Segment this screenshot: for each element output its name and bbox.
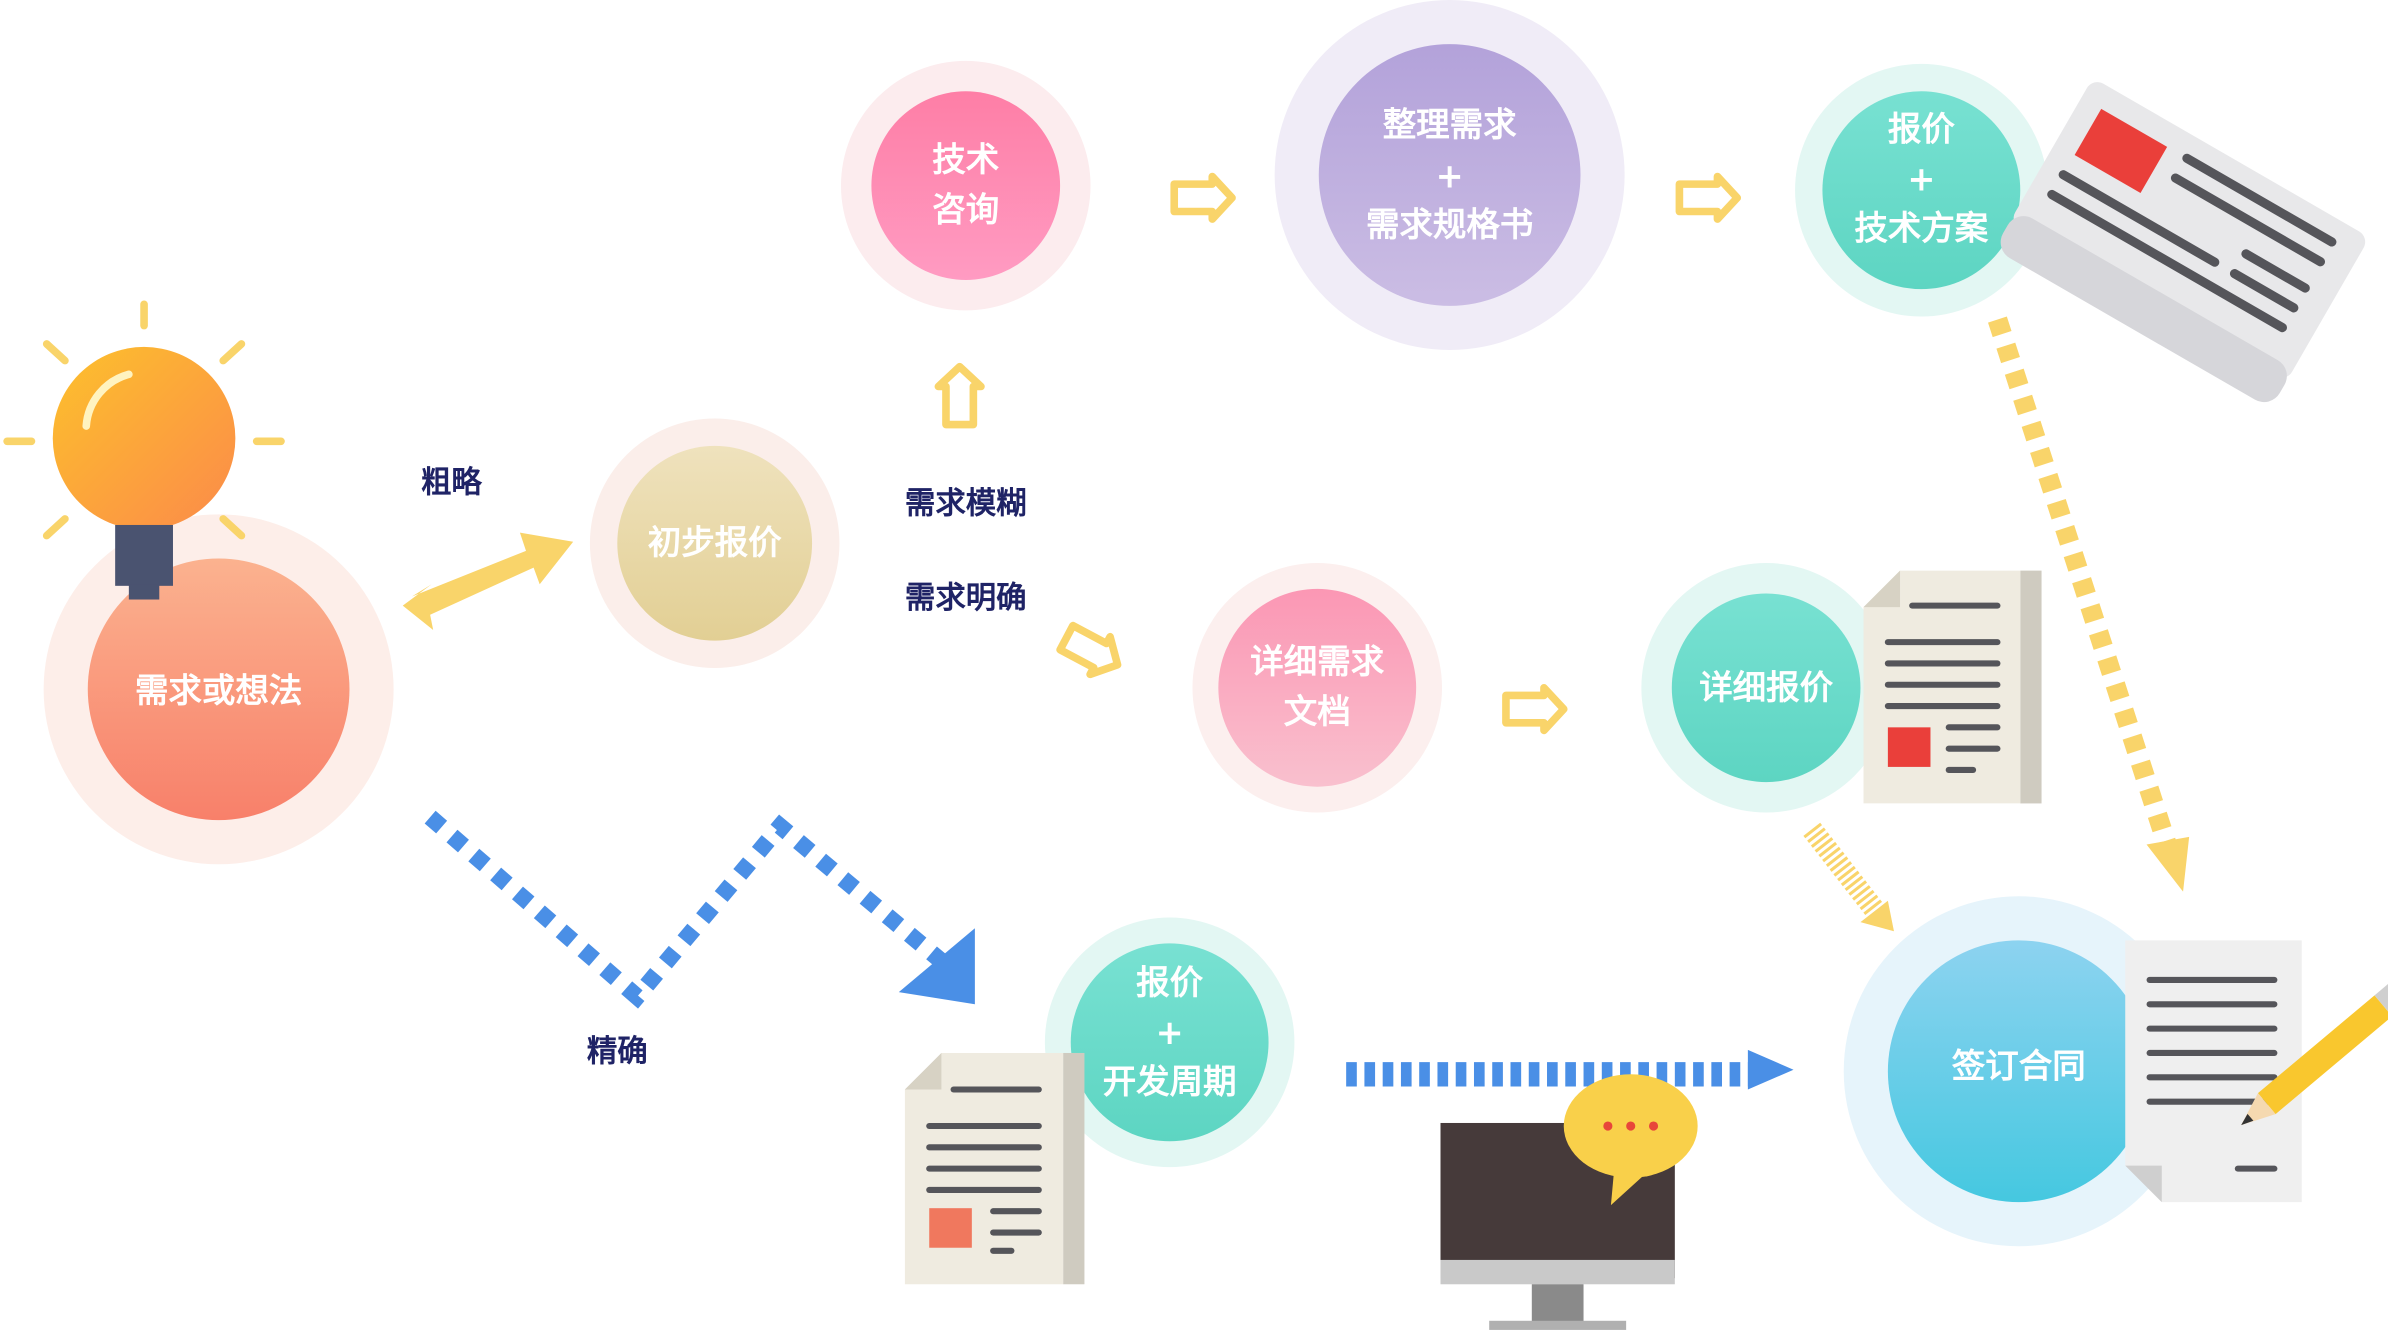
node-quote-tech-line1: 报价 [1888,109,1955,148]
node-quote-cycle-line3: 开发周期 [1103,1062,1237,1101]
lightbulb-icon [3,300,285,600]
node-organize-requirements: 整理需求 + 需求规格书 [1274,0,1625,350]
node-quote-cycle-line1: 报价 [1136,963,1203,1002]
arrow-consult-to-organize [1170,172,1236,223]
arrow-organize-to-quote [1675,172,1742,223]
arrow-clear-down [1056,621,1122,679]
node-tech-consult: 技术 咨询 [840,60,1091,311]
label-rough: 粗略 [421,465,482,500]
node-quote-tech-line3: 技术方案 [1854,208,1988,247]
node-quote-tech-line2: + [1907,160,1935,199]
node-detail-doc-line1: 详细需求 [1250,642,1384,681]
arrow-doc-to-detail-quote [1502,683,1568,735]
label-requirements-vague: 需求模糊 [905,487,1027,522]
node-tech-consult-line2: 咨询 [932,190,999,229]
node-tech-consult-line1: 技术 [932,140,999,179]
document-icon [904,1052,1085,1285]
contract-document-icon [2125,940,2302,1203]
detail-quote-to-contract-arrow [1803,822,1894,932]
node-idea: 需求或想法 [43,514,394,865]
node-organize-line3: 需求规格书 [1366,205,1533,244]
cycle-to-contract-arrow [1346,1049,1794,1090]
document-icon [1863,570,2042,804]
arrow-vague-up [934,362,985,429]
node-contract-label: 签订合同 [1952,1047,2086,1086]
node-organize-line2: + [1436,157,1464,196]
node-quote-cycle-line2: + [1156,1013,1184,1052]
node-quote-tech-plan: 报价 + 技术方案 [1795,63,2048,317]
monitor-chat-icon [1440,1074,1698,1330]
label-precise: 精确 [587,1034,648,1069]
node-detail-requirements-doc: 详细需求 文档 [1192,563,1443,813]
rough-arrow [402,532,574,630]
precise-path-arrow [424,810,975,1009]
node-detail-quote: 详细报价 [1641,563,1891,813]
node-organize-line1: 整理需求 [1383,105,1517,144]
node-quote-dev-cycle: 报价 + 开发周期 [1044,917,1295,1168]
newspaper-icon [2000,82,2366,403]
node-idea-label: 需求或想法 [135,671,302,710]
node-detail-doc-line2: 文档 [1284,692,1351,731]
node-detail-quote-label: 详细报价 [1699,668,1833,707]
node-sign-contract: 签订合同 [1843,896,2194,1247]
node-initial-quote: 初步报价 [589,418,840,668]
node-initial-quote-label: 初步报价 [648,523,782,562]
pencil-icon [2241,983,2388,1126]
tech-quote-to-contract-arrow [1988,316,2190,892]
label-requirements-clear: 需求明确 [905,581,1027,616]
